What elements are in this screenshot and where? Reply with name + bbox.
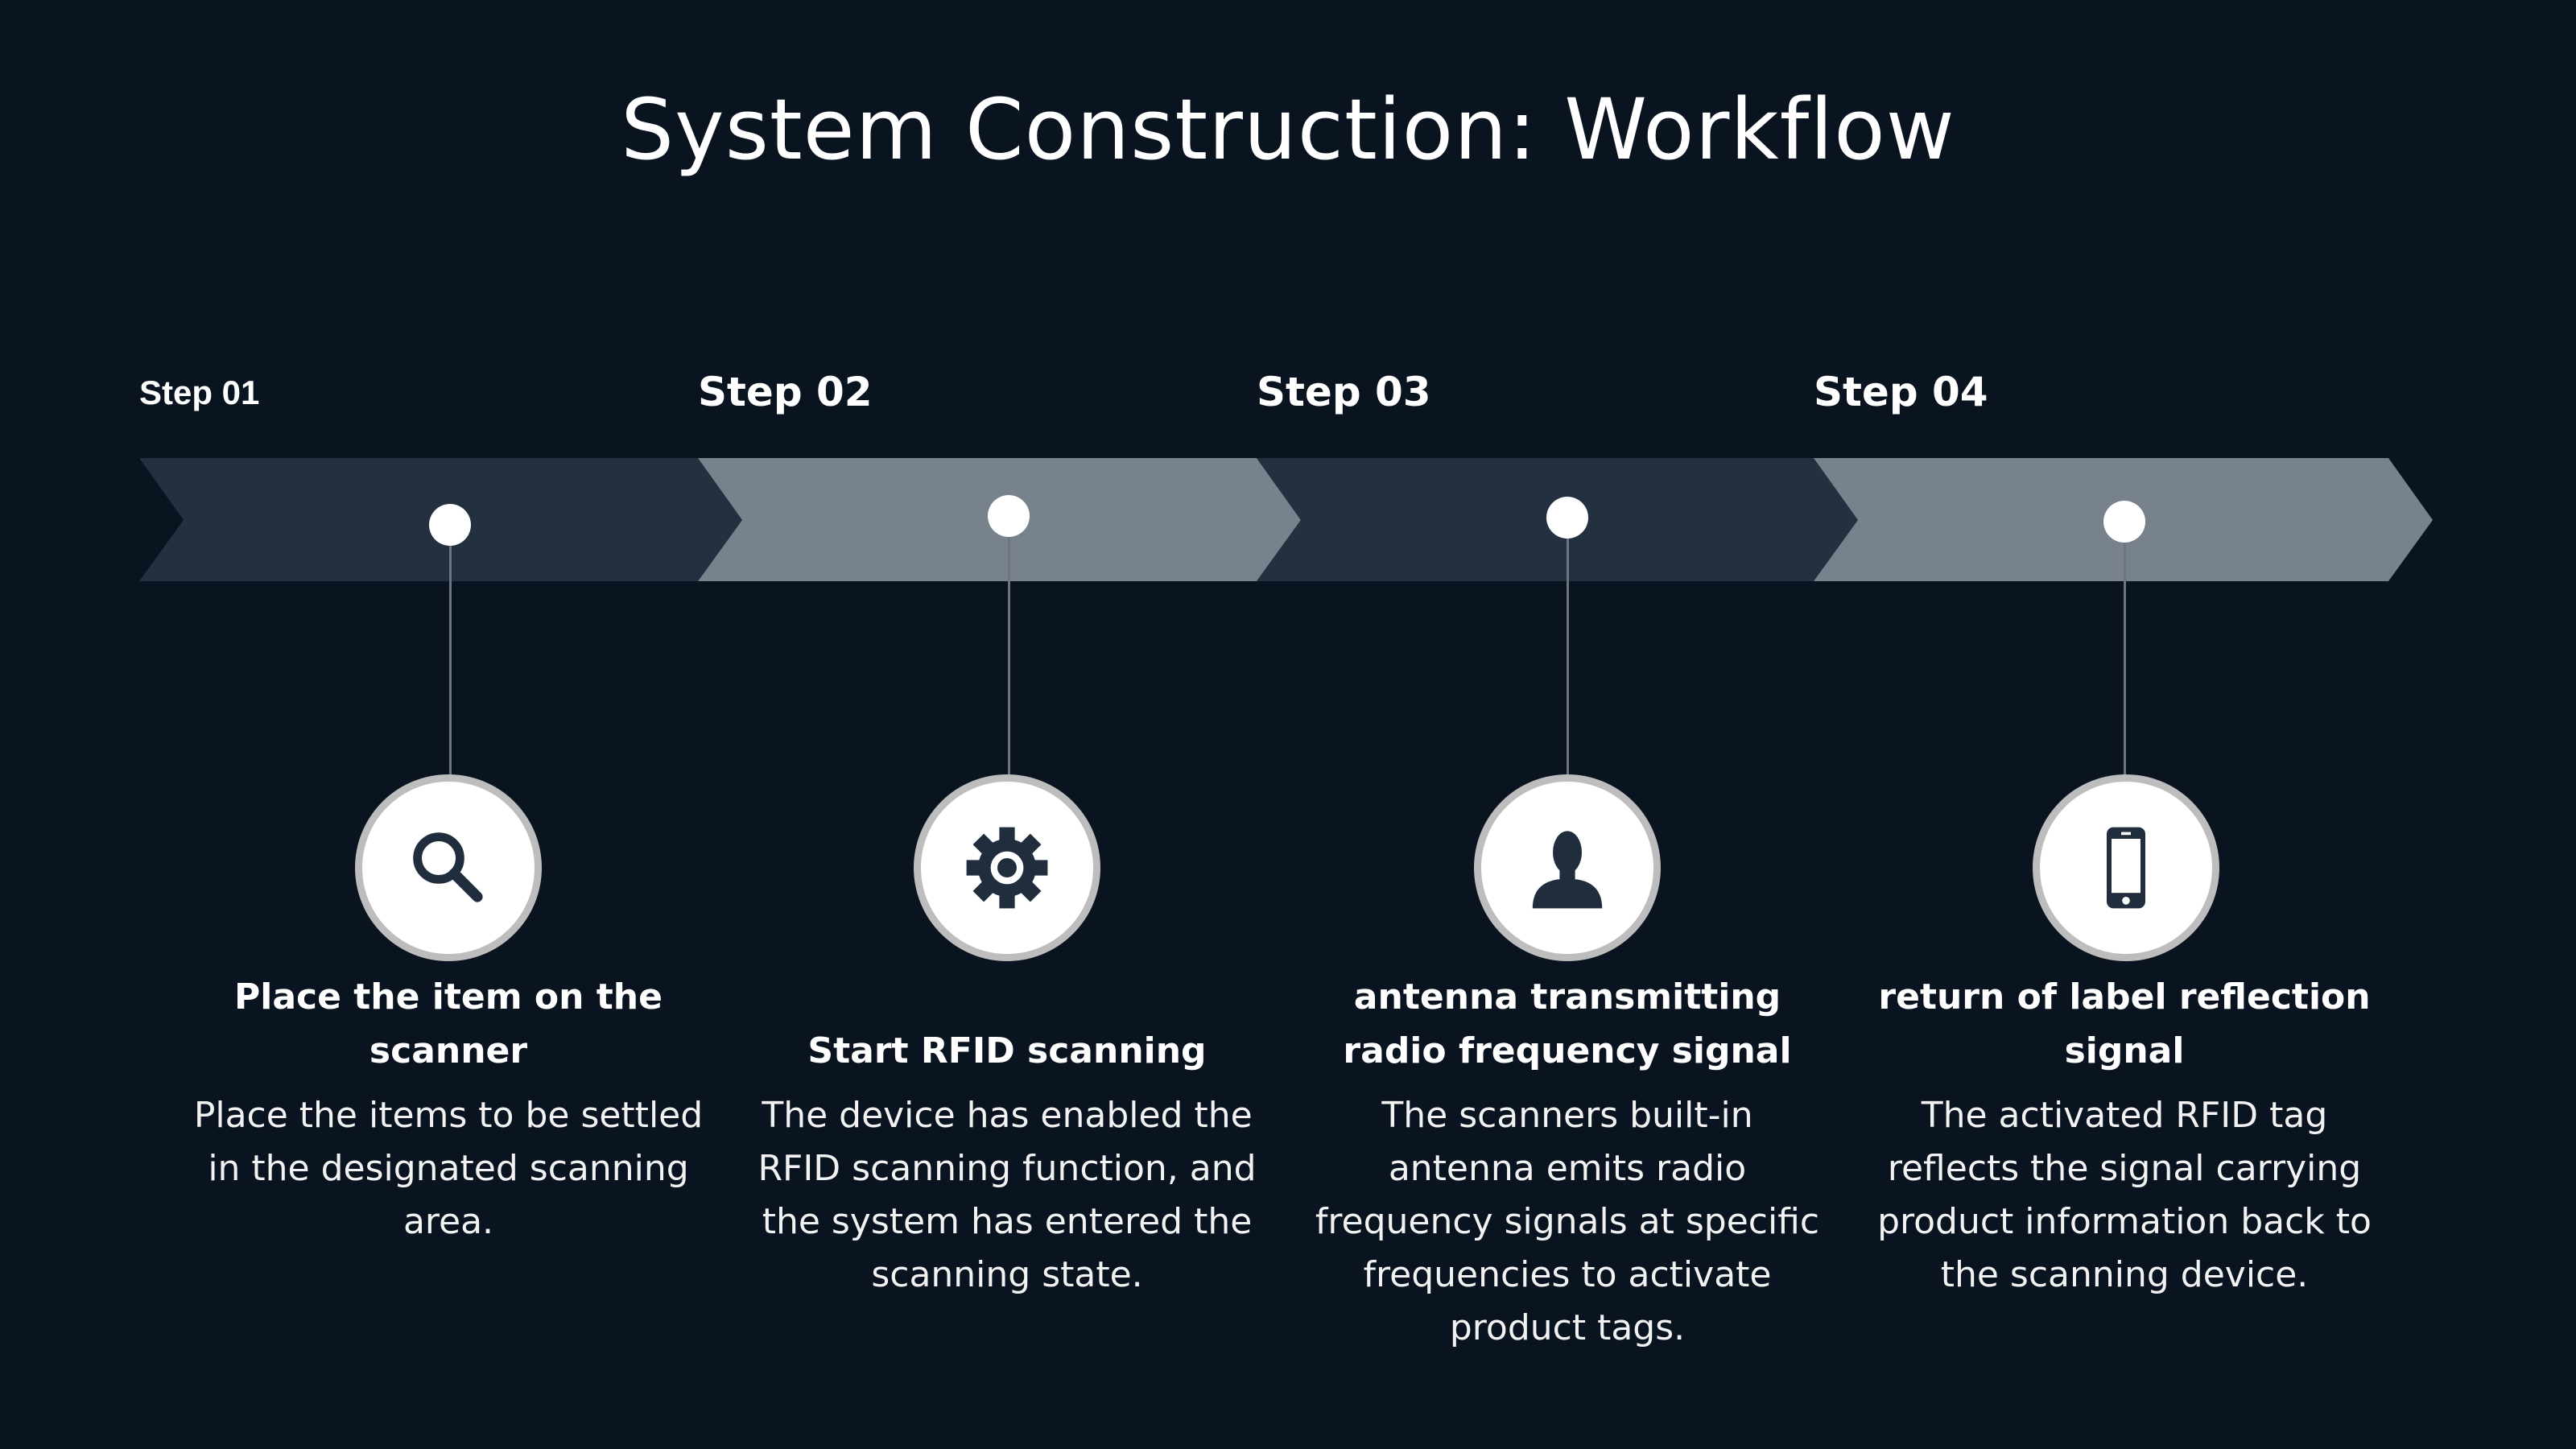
- gear-icon: [966, 827, 1048, 909]
- step-body-2: The device has enabled the RFID scanning…: [758, 1095, 1257, 1295]
- connector-line-1: [449, 531, 452, 777]
- step-description-2: Start RFID scanning The device has enabl…: [749, 970, 1265, 1302]
- mobile-phone-icon: [2107, 827, 2145, 909]
- step-icon-circle-2: [914, 774, 1100, 961]
- step-icon-circle-3: [1474, 774, 1661, 961]
- step-label-4: Step 04: [1814, 369, 1988, 415]
- timeline-dot-3: [1546, 497, 1588, 539]
- connector-line-4: [2124, 531, 2126, 777]
- connector-line-3: [1567, 531, 1569, 777]
- step-heading-3: antenna transmitting radio frequency sig…: [1343, 976, 1792, 1071]
- step-icon-circle-4: [2033, 774, 2219, 961]
- step-icon-circle-1: [355, 774, 542, 961]
- step-body-4: The activated RFID tag reflects the sign…: [1877, 1095, 2372, 1295]
- step-label-1: Step 01: [139, 374, 260, 411]
- connector-line-2: [1008, 531, 1010, 777]
- user-icon: [1532, 831, 1603, 909]
- step-description-3: antenna transmitting radio frequency sig…: [1310, 970, 1825, 1355]
- step-heading-2: Start RFID scanning: [807, 1030, 1207, 1071]
- page-title: System Construction: Workflow: [621, 80, 1955, 179]
- step-description-4: return of label reflection signal The ac…: [1867, 970, 2382, 1302]
- search-icon: [413, 832, 483, 902]
- step-description-1: Place the item on the scanner Place the …: [191, 970, 706, 1249]
- timeline-dot-1: [429, 504, 471, 546]
- step-heading-4: return of label reflection signal: [1878, 976, 2371, 1071]
- step-body-1: Place the items to be settled in the des…: [193, 1095, 704, 1242]
- step-body-3: The scanners built-in antenna emits radi…: [1315, 1095, 1820, 1348]
- step-heading-1: Place the item on the scanner: [234, 976, 663, 1071]
- step-label-2: Step 02: [698, 369, 873, 415]
- timeline-dot-2: [988, 495, 1030, 537]
- timeline-dot-4: [2103, 501, 2145, 543]
- step-label-3: Step 03: [1257, 369, 1431, 415]
